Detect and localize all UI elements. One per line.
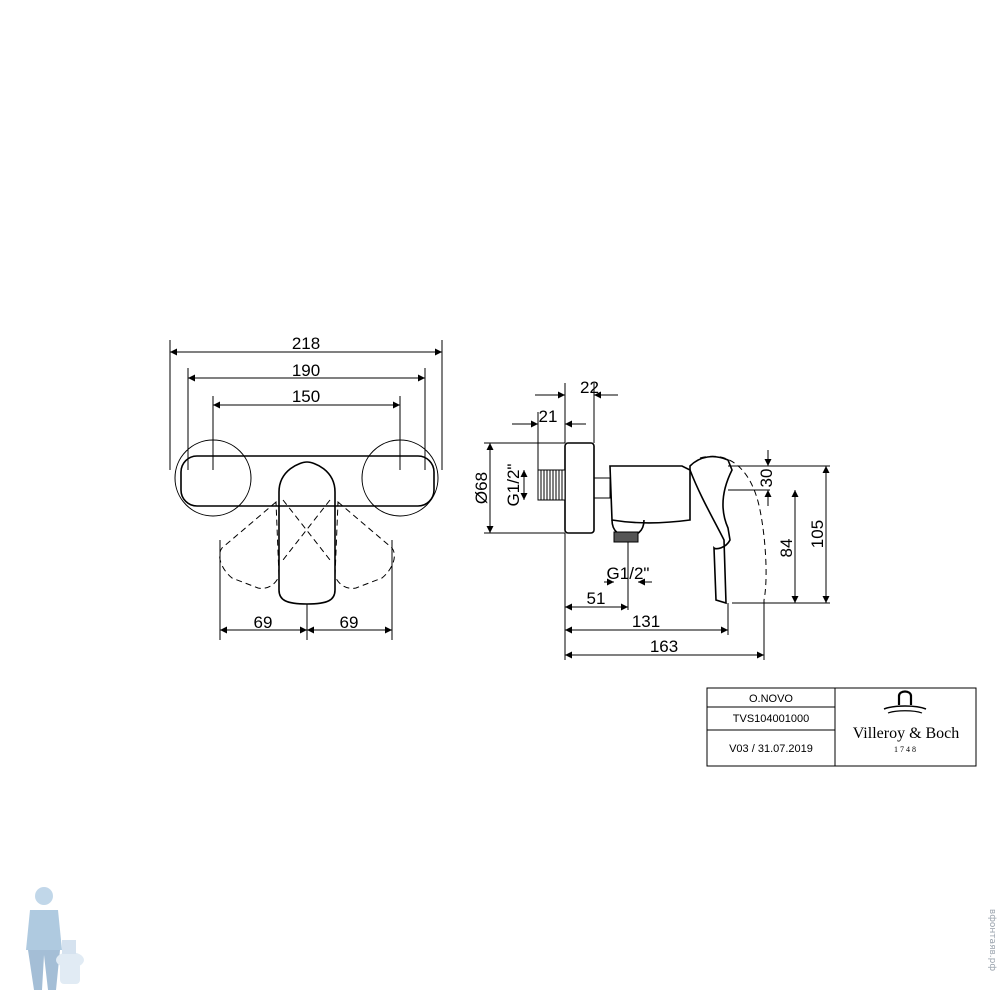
product-name: O.NOVO <box>749 693 793 705</box>
mixer-body-side <box>609 465 691 524</box>
article-number: TVS104001000 <box>733 713 809 725</box>
title-block-frame <box>706 687 977 767</box>
lever-left-position <box>219 500 280 589</box>
lever-front <box>278 461 336 605</box>
outlet-thread <box>613 531 639 543</box>
lever-side <box>689 455 733 605</box>
lever-side-swing <box>699 455 767 601</box>
dim-overall-width: 218 <box>292 334 320 353</box>
inlet-thread <box>537 469 566 501</box>
dim-inner-width: 150 <box>292 387 320 406</box>
front-view: 218 190 150 69 69 <box>169 334 443 640</box>
mixer-body <box>180 455 435 507</box>
dim-total-height: 105 <box>808 520 827 548</box>
plumber-mascot-icon <box>26 887 84 990</box>
watermark-text: вфонтаяв.рф <box>987 909 997 971</box>
title-block: O.NOVO TVS104001000 V03 / 31.07.2019 Vil… <box>706 687 977 767</box>
dim-rosette-depth: 22 <box>580 378 599 397</box>
dim-top-offset: 30 <box>757 469 776 488</box>
brand-name: Villeroy & Boch <box>853 725 960 742</box>
dim-handle-right: 69 <box>340 613 359 632</box>
dim-body-depth: 131 <box>632 612 660 631</box>
brand-logo: Villeroy & Boch 1748 <box>853 690 960 754</box>
connector <box>593 477 611 499</box>
lever-right-position <box>334 500 395 589</box>
dim-inlet-thread: G1/2" <box>504 464 523 507</box>
dim-rosette-diameter: Ø68 <box>472 472 491 504</box>
lever-swing-line <box>282 499 331 561</box>
dim-outlet-thread: G1/2" <box>607 564 650 583</box>
rosette-plate <box>564 442 595 534</box>
brand-year: 1748 <box>894 745 918 754</box>
side-view: 22 21 Ø68 G1/2" 30 84 105 G1/2" 51 131 1… <box>472 378 830 660</box>
version-date: V03 / 31.07.2019 <box>729 743 813 755</box>
dim-rosette-inner: 21 <box>539 407 558 426</box>
dim-outlet-depth: 51 <box>587 589 606 608</box>
dim-lever-height: 84 <box>777 539 796 558</box>
dim-centre-width: 190 <box>292 361 320 380</box>
dim-total-depth: 163 <box>650 637 678 656</box>
logo-emblem-icon <box>883 690 927 714</box>
lever-swing-line <box>282 499 331 561</box>
dim-handle-left: 69 <box>254 613 273 632</box>
